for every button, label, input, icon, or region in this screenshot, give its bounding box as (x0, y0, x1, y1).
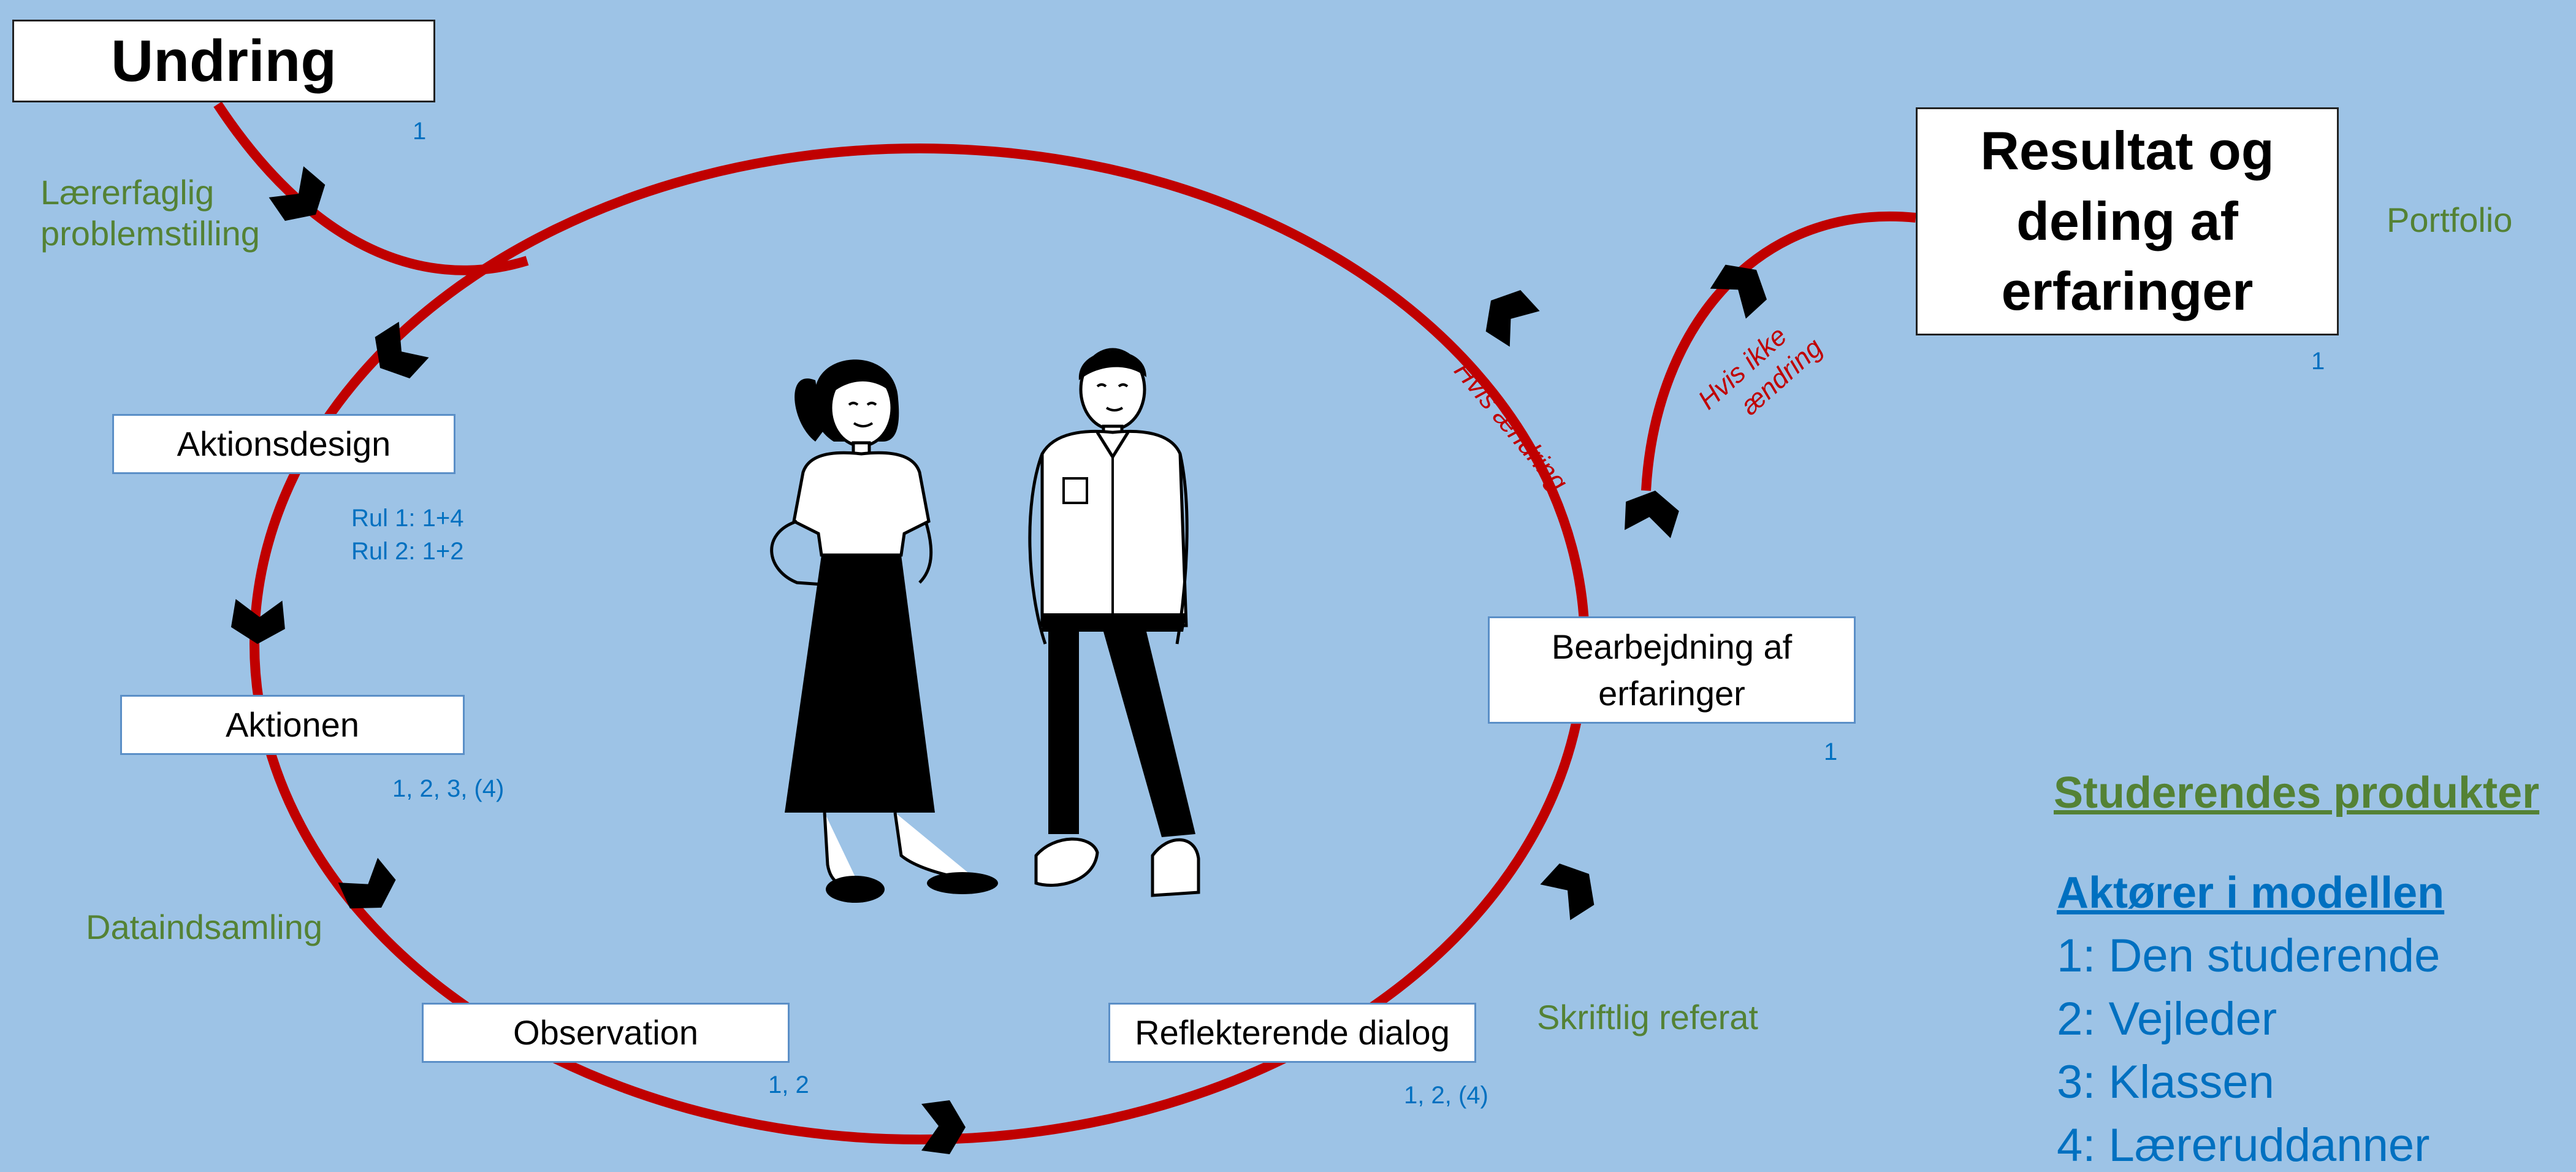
actors-aktionsdesign-line-2: Rul 2: 1+2 (351, 538, 464, 565)
legend-actor-4: 4: Læreruddanner (2057, 1119, 2430, 1171)
arrow-icon (1707, 252, 1777, 321)
aktionen-label: Aktionen (226, 705, 359, 745)
arrow-icon (1473, 280, 1542, 350)
product-referat: Skriftlig referat (1537, 998, 1758, 1036)
entry-curve (213, 101, 529, 275)
observation-box: Observation (422, 1003, 790, 1063)
undring-box: Undring (12, 20, 435, 102)
actors-result: 1 (2311, 348, 2325, 375)
actors-observation: 1, 2 (768, 1071, 809, 1098)
actors-aktionsdesign-line-1: Rul 1: 1+4 (351, 505, 464, 532)
problemstilling-line-2: problemstilling (40, 214, 260, 253)
actors-bearbejdning: 1 (1824, 738, 1838, 765)
actors-aktionen: 1, 2, 3, (4) (392, 775, 505, 802)
reflekterende-label: Reflekterende dialog (1135, 1013, 1450, 1052)
arrow-icon (362, 319, 432, 389)
legend-actor-1: 1: Den studerende (2057, 930, 2441, 982)
cycle-loop (250, 144, 1590, 1144)
reflekterende-box: Reflekterende dialog (1108, 1003, 1476, 1063)
result-line-2: deling af (2016, 190, 2238, 251)
woman-illustration (770, 359, 998, 903)
product-dataindsamling: Dataindsamling (86, 908, 322, 946)
product-problemstilling: Lærerfaglig problemstilling (40, 172, 260, 254)
legend-actor-3: 3: Klassen (2057, 1056, 2274, 1108)
bearbejdning-line-1: Bearbejdning af (1551, 627, 1793, 666)
legend-actors-heading: Aktører i modellen (2057, 868, 2445, 917)
problemstilling-line-1: Lærerfaglig (40, 173, 215, 212)
product-portfolio: Portfolio (2387, 201, 2513, 239)
aktionsdesign-label: Aktionsdesign (177, 424, 391, 464)
man-illustration (1028, 348, 1200, 897)
arrow-icon (1538, 853, 1607, 923)
legend-actor-2: 2: Vejleder (2057, 993, 2277, 1045)
legend-products-heading: Studerendes produkter (2054, 768, 2540, 818)
aktionen-box: Aktionen (120, 695, 465, 755)
result-line-3: erfaringer (2001, 261, 2254, 322)
actors-aktionsdesign: Rul 1: 1+4 Rul 2: 1+2 (351, 502, 463, 568)
undring-label: Undring (111, 28, 337, 94)
actors-undring: 1 (413, 118, 427, 145)
actors-reflekterende: 1, 2, (4) (1404, 1082, 1488, 1109)
arrow-icon (1621, 486, 1682, 539)
arrow-icon (335, 856, 405, 922)
bearbejdning-box: Bearbejdning af erfaringer (1488, 616, 1856, 724)
arrow-icon (921, 1100, 966, 1154)
observation-label: Observation (513, 1013, 698, 1052)
result-line-1: Resultat og (1980, 120, 2274, 182)
bearbejdning-line-2: erfaringer (1598, 673, 1745, 713)
result-box: Resultat og deling af erfaringer (1916, 107, 2339, 335)
aktionsdesign-box: Aktionsdesign (112, 414, 455, 474)
